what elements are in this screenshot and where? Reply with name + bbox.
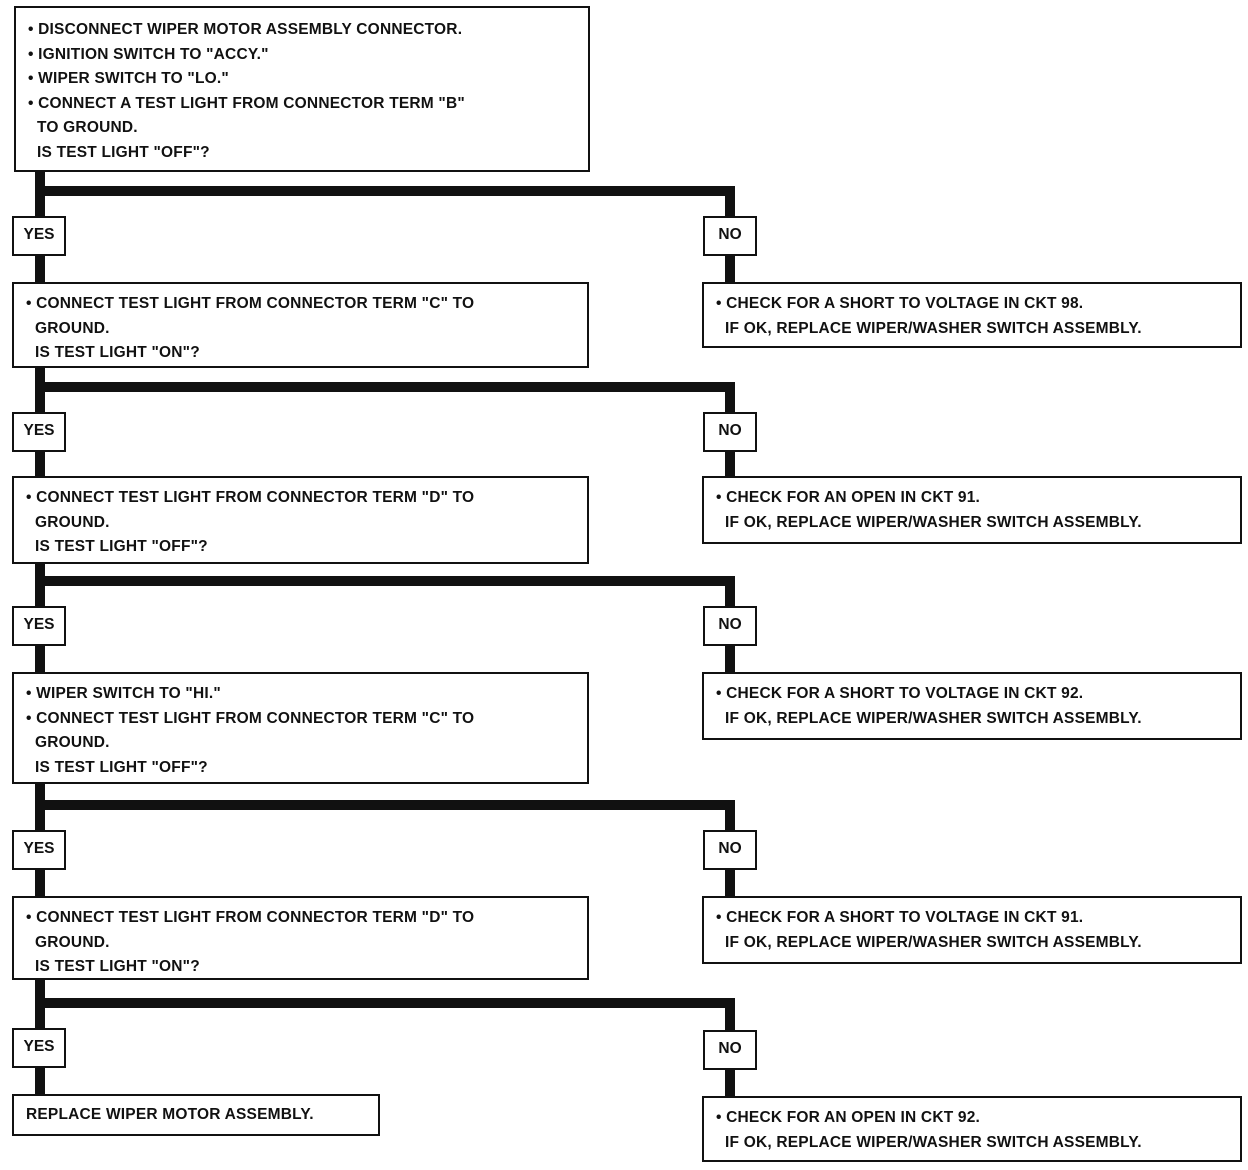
- no-label: NO: [703, 830, 757, 870]
- step4-no-line: IF OK, REPLACE WIPER/WASHER SWITCH ASSEM…: [716, 933, 1142, 951]
- step1-yes-line: • CONNECT TEST LIGHT FROM CONNECTOR TERM…: [26, 295, 475, 312]
- step3-no-box: • CHECK FOR A SHORT TO VOLTAGE IN CKT 92…: [702, 672, 1242, 740]
- yes-label: YES: [12, 606, 66, 646]
- connector: [725, 382, 735, 412]
- no-label: NO: [703, 216, 757, 256]
- connector: [725, 870, 735, 898]
- yes-label: YES: [12, 830, 66, 870]
- start-line: • DISCONNECT WIPER MOTOR ASSEMBLY CONNEC…: [28, 21, 463, 38]
- step3-no-line: IF OK, REPLACE WIPER/WASHER SWITCH ASSEM…: [716, 709, 1142, 727]
- yes-label: YES: [12, 412, 66, 452]
- yes-label: YES: [12, 1028, 66, 1068]
- start-line: IS TEST LIGHT "OFF"?: [28, 143, 210, 161]
- no-label: NO: [703, 606, 757, 646]
- start-line: • IGNITION SWITCH TO "ACCY.": [28, 45, 269, 63]
- no-label: NO: [703, 1030, 757, 1070]
- connector: [35, 800, 735, 810]
- step5-no-line: • CHECK FOR AN OPEN IN CKT 92.: [716, 1109, 981, 1126]
- step4-yes-line: • CONNECT TEST LIGHT FROM CONNECTOR TERM…: [26, 909, 475, 926]
- connector: [725, 186, 735, 216]
- step1-no-line: • CHECK FOR A SHORT TO VOLTAGE IN CKT 98…: [716, 295, 1084, 312]
- step4-no-line: • CHECK FOR A SHORT TO VOLTAGE IN CKT 91…: [716, 909, 1084, 926]
- step4-yes-line: IS TEST LIGHT "ON"?: [26, 958, 200, 975]
- step5-no-line: IF OK, REPLACE WIPER/WASHER SWITCH ASSEM…: [716, 1133, 1142, 1151]
- connector: [725, 998, 735, 1030]
- step3-yes-line: • WIPER SWITCH TO "HI.": [26, 685, 221, 702]
- step2-no-box: • CHECK FOR AN OPEN IN CKT 91. IF OK, RE…: [702, 476, 1242, 544]
- step3-no-line: • CHECK FOR A SHORT TO VOLTAGE IN CKT 92…: [716, 685, 1084, 702]
- connector: [35, 382, 735, 392]
- connector: [725, 1068, 735, 1096]
- connector: [725, 800, 735, 832]
- step2-yes-line: GROUND.: [26, 513, 110, 531]
- step1-yes-box: • CONNECT TEST LIGHT FROM CONNECTOR TERM…: [12, 282, 589, 368]
- step2-yes-box: • CONNECT TEST LIGHT FROM CONNECTOR TERM…: [12, 476, 589, 564]
- no-label: NO: [703, 412, 757, 452]
- step4-no-box: • CHECK FOR A SHORT TO VOLTAGE IN CKT 91…: [702, 896, 1242, 964]
- start-line: • WIPER SWITCH TO "LO.": [28, 70, 229, 87]
- step2-yes-line: • CONNECT TEST LIGHT FROM CONNECTOR TERM…: [26, 489, 475, 506]
- step2-yes-line: IS TEST LIGHT "OFF"?: [26, 538, 208, 555]
- connector: [35, 646, 45, 674]
- connector: [35, 256, 45, 284]
- connector: [35, 1068, 45, 1096]
- connector: [725, 646, 735, 674]
- step5-yes-box: REPLACE WIPER MOTOR ASSEMBLY.: [12, 1094, 380, 1136]
- connector: [35, 870, 45, 898]
- connector: [725, 452, 735, 478]
- connector: [725, 256, 735, 284]
- step1-no-line: IF OK, REPLACE WIPER/WASHER SWITCH ASSEM…: [716, 319, 1142, 337]
- step5-yes-line: REPLACE WIPER MOTOR ASSEMBLY.: [26, 1106, 314, 1123]
- step1-yes-line: IS TEST LIGHT "ON"?: [26, 344, 200, 361]
- step3-yes-box: • WIPER SWITCH TO "HI." • CONNECT TEST L…: [12, 672, 589, 784]
- connector: [35, 186, 735, 196]
- start-line: TO GROUND.: [28, 119, 138, 136]
- connector: [725, 576, 735, 608]
- step4-yes-box: • CONNECT TEST LIGHT FROM CONNECTOR TERM…: [12, 896, 589, 980]
- step2-no-line: IF OK, REPLACE WIPER/WASHER SWITCH ASSEM…: [716, 513, 1142, 531]
- step5-no-box: • CHECK FOR AN OPEN IN CKT 92. IF OK, RE…: [702, 1096, 1242, 1162]
- start-box: • DISCONNECT WIPER MOTOR ASSEMBLY CONNEC…: [14, 6, 590, 172]
- step2-no-line: • CHECK FOR AN OPEN IN CKT 91.: [716, 489, 981, 506]
- connector: [35, 452, 45, 478]
- step1-no-box: • CHECK FOR A SHORT TO VOLTAGE IN CKT 98…: [702, 282, 1242, 348]
- connector: [35, 576, 735, 586]
- connector: [35, 998, 735, 1008]
- start-line: • CONNECT A TEST LIGHT FROM CONNECTOR TE…: [28, 94, 465, 112]
- yes-label: YES: [12, 216, 66, 256]
- step3-yes-line: IS TEST LIGHT "OFF"?: [26, 758, 208, 776]
- step3-yes-line: • CONNECT TEST LIGHT FROM CONNECTOR TERM…: [26, 709, 475, 727]
- step1-yes-line: GROUND.: [26, 319, 110, 337]
- step4-yes-line: GROUND.: [26, 933, 110, 951]
- step3-yes-line: GROUND.: [26, 734, 110, 751]
